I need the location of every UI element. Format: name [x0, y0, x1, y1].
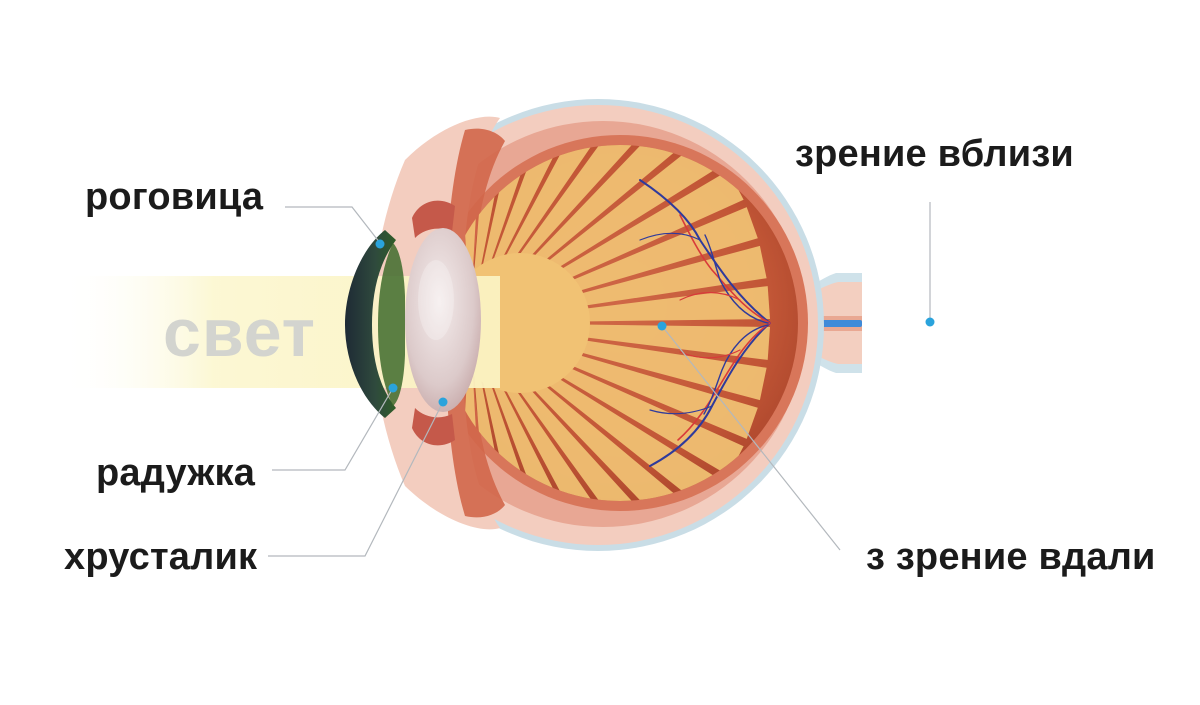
leader-lines — [268, 202, 931, 557]
label-light: свет — [163, 295, 316, 371]
label-lens: хрусталик — [64, 536, 258, 578]
light-ray — [470, 323, 605, 501]
leader-far — [661, 325, 841, 551]
label-iris: радужка — [96, 452, 256, 494]
pointer-dots — [375, 239, 935, 407]
label-cornea: роговица — [85, 176, 264, 218]
pointer-dot-lens — [438, 397, 448, 407]
leader-cornea — [285, 206, 381, 244]
lens — [405, 228, 481, 412]
label-near-vision: зрение вблизи — [795, 133, 1074, 175]
leader-lens — [268, 401, 444, 557]
pointer-dot-cornea — [375, 239, 385, 249]
leader-iris — [272, 387, 394, 471]
cornea — [345, 230, 396, 418]
light-ray — [470, 145, 605, 323]
label-far-vision: з зрение вдали — [866, 536, 1156, 578]
pointer-dot-far — [657, 321, 667, 331]
pointer-dot-near — [925, 317, 935, 327]
pointer-dot-iris — [388, 383, 398, 393]
iris — [378, 243, 405, 406]
blood-vessels — [639, 179, 771, 467]
